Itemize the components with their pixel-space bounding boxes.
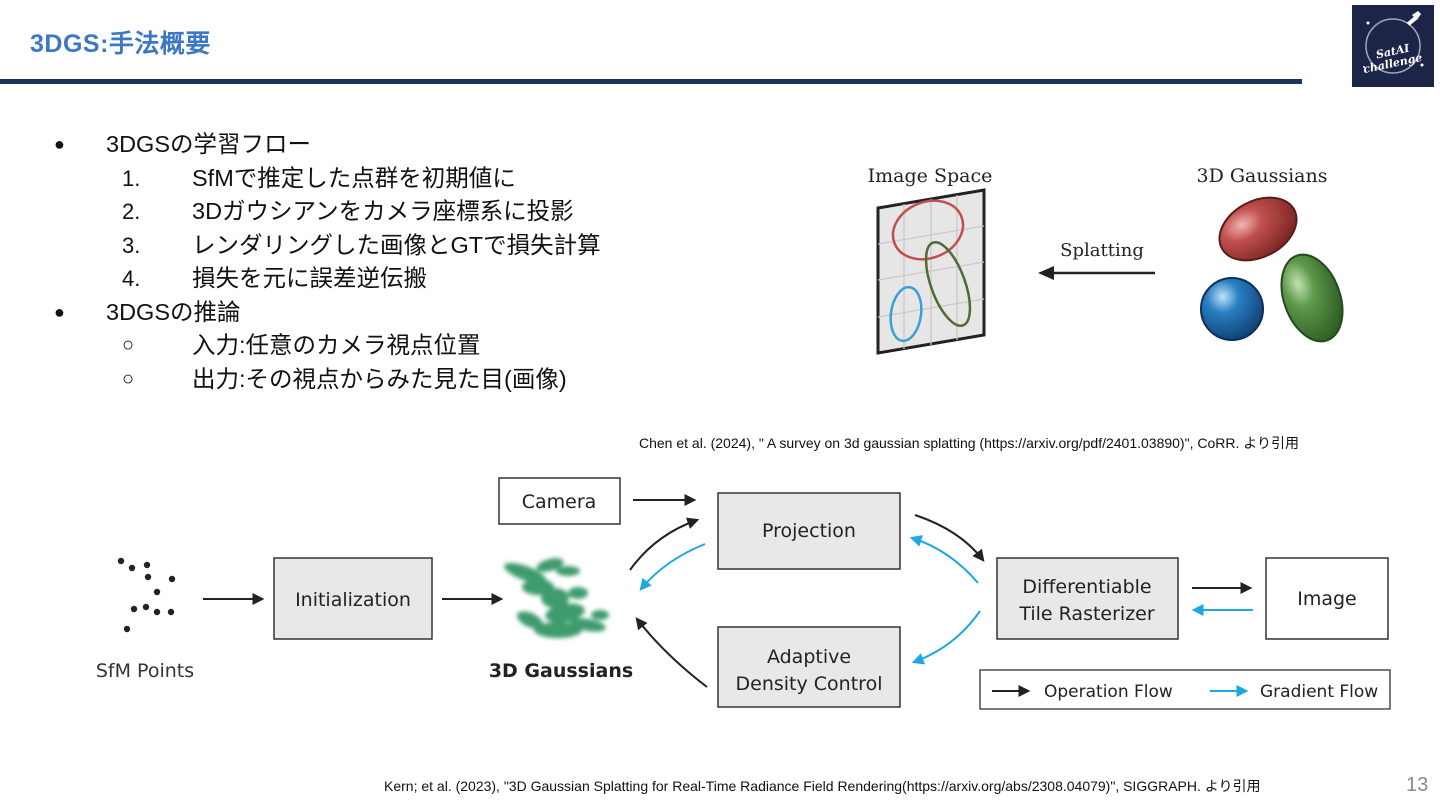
splatting-label: Splatting bbox=[1060, 240, 1144, 261]
gaussians-pipeline-label: 3D Gaussians bbox=[489, 660, 633, 682]
sub-item: ○ 入力:任意のカメラ視点位置 bbox=[50, 329, 601, 363]
legend-operation-label: Operation Flow bbox=[1044, 682, 1173, 702]
citation-top: Chen et al. (2024), " A survey on 3d gau… bbox=[639, 435, 1299, 451]
splatting-figure: Image Space 3D Gaussians Splatting bbox=[868, 165, 1344, 355]
number-marker: 4. bbox=[122, 266, 141, 291]
image-label: Image bbox=[1297, 588, 1357, 610]
projection-label: Projection bbox=[762, 520, 856, 542]
camera-label: Camera bbox=[522, 491, 597, 513]
gaussians-label: 3D Gaussians bbox=[1197, 165, 1328, 187]
adaptive-label-2: Density Control bbox=[736, 673, 883, 695]
number-marker: 2. bbox=[122, 199, 141, 224]
bullet-text: 3DGSの学習フロー bbox=[106, 131, 311, 157]
bullet-item: ● 3DGSの推論 bbox=[50, 296, 601, 330]
bullet-item: ● 3DGSの学習フロー bbox=[50, 128, 601, 162]
green-gaussian bbox=[1280, 253, 1344, 343]
satellite-icon bbox=[1412, 11, 1421, 20]
initialization-box bbox=[273, 557, 433, 640]
challenge-logo: SatAI challenge bbox=[1352, 5, 1434, 87]
citation-bottom: Kern; et al. (2023), "3D Gaussian Splatt… bbox=[384, 778, 1261, 794]
initialization-label: Initialization bbox=[295, 589, 411, 611]
circle-marker: ○ bbox=[122, 367, 135, 390]
sub-text: 損失を元に誤差逆伝搬 bbox=[192, 265, 427, 291]
image-space-label: Image Space bbox=[868, 165, 993, 187]
projection-box bbox=[717, 492, 901, 570]
legend-gradient-label: Gradient Flow bbox=[1260, 682, 1378, 702]
blue-gaussian bbox=[1200, 277, 1264, 341]
circle-marker: ○ bbox=[122, 334, 135, 356]
sfm-point-cloud bbox=[117, 557, 176, 633]
rasterizer-label-2: Tile Rasterizer bbox=[1018, 603, 1155, 625]
green-projection bbox=[924, 240, 972, 328]
pipeline-diagram: SfM Points Initialization 3D Gaussians C… bbox=[96, 477, 1391, 710]
image-plane bbox=[876, 188, 986, 355]
page-number: 13 bbox=[1406, 774, 1429, 796]
number-marker: 1. bbox=[122, 165, 141, 191]
sub-item: ○ 出力:その視点からみた見た目(画像) bbox=[50, 363, 601, 397]
gaussian-cluster bbox=[504, 558, 609, 638]
rasterizer-box bbox=[996, 557, 1179, 640]
title-underline bbox=[0, 79, 1302, 84]
red-gaussian bbox=[1218, 196, 1298, 262]
bullet-list: ● 3DGSの学習フロー 1. SfMで推定した点群を初期値に 2. 3Dガウシアンを… bbox=[50, 128, 601, 396]
adaptive-label-1: Adaptive bbox=[767, 646, 851, 668]
bullet-text: 3DGSの推論 bbox=[106, 298, 241, 325]
bullet-marker: ● bbox=[54, 301, 65, 322]
bullet-marker: ● bbox=[54, 134, 65, 154]
sub-item: 4. 損失を元に誤差逆伝搬 bbox=[50, 262, 601, 296]
rasterizer-label-1: Differentiable bbox=[1022, 576, 1151, 598]
sub-text: SfMで推定した点群を初期値に bbox=[192, 164, 516, 191]
flow-legend bbox=[979, 669, 1391, 710]
sfm-points-label: SfM Points bbox=[96, 660, 194, 682]
sub-item: 1. SfMで推定した点群を初期値に bbox=[50, 162, 601, 196]
sub-text: 出力:その視点からみた見た目(画像) bbox=[192, 365, 567, 392]
blue-projection bbox=[889, 285, 923, 343]
sub-text: 入力:任意のカメラ視点位置 bbox=[192, 332, 481, 358]
sub-text: レンダリングした画像とGTで損失計算 bbox=[192, 231, 601, 258]
adaptive-density-box bbox=[717, 626, 901, 708]
image-box bbox=[1265, 557, 1389, 640]
camera-box bbox=[498, 477, 621, 525]
sub-item: 3. レンダリングした画像とGTで損失計算 bbox=[50, 229, 601, 263]
slide-title: 3DGS:手法概要 bbox=[30, 30, 211, 58]
number-marker: 3. bbox=[122, 232, 141, 258]
red-projection bbox=[891, 199, 965, 261]
sub-text: 3Dガウシアンをカメラ座標系に投影 bbox=[192, 198, 574, 224]
sub-item: 2. 3Dガウシアンをカメラ座標系に投影 bbox=[50, 195, 601, 229]
